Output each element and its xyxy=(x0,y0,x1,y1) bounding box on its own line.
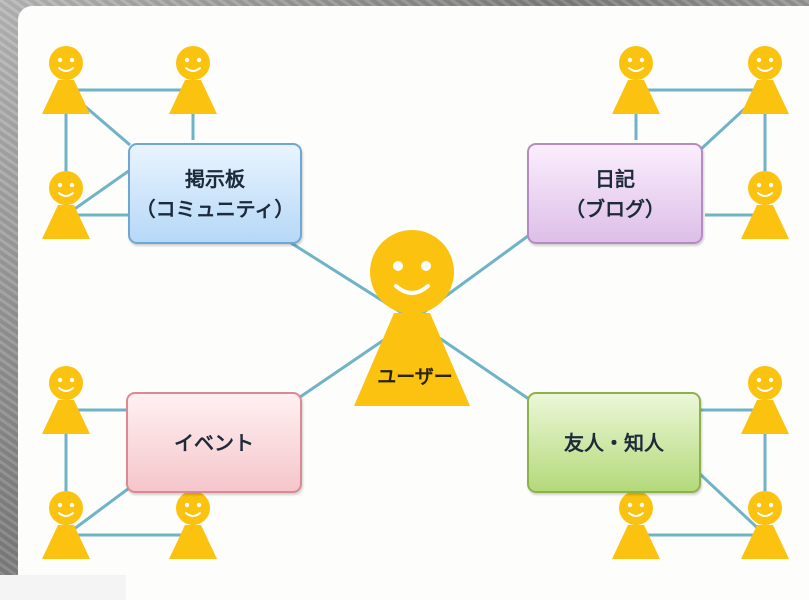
bulletin-board-box: 掲示板 （コミュニティ） xyxy=(128,143,302,244)
person-icon xyxy=(740,490,790,560)
person-icon xyxy=(740,365,790,435)
diary-box: 日記 （ブログ） xyxy=(527,143,703,244)
person-icon xyxy=(611,490,661,560)
person-icon xyxy=(41,365,91,435)
person-icon xyxy=(168,490,218,560)
bulletin-board-label: 掲示板 xyxy=(185,166,245,191)
bulletin-board-sublabel: （コミュニティ） xyxy=(135,196,295,221)
person-icon xyxy=(41,45,91,115)
friends-label: 友人・知人 xyxy=(564,430,664,455)
person-icon xyxy=(740,170,790,240)
user-icon xyxy=(354,230,470,406)
friends-box: 友人・知人 xyxy=(527,392,701,493)
event-label: イベント xyxy=(174,430,254,455)
person-icon xyxy=(740,45,790,115)
diagram-canvas xyxy=(41,45,790,560)
user-label: ユーザー xyxy=(377,366,453,388)
person-icon xyxy=(168,45,218,115)
person-icon xyxy=(41,490,91,560)
sns-diagram: 掲示板 （コミュニティ） 日記 （ブログ） イベント 友人・知人 ユーザー xyxy=(18,6,809,600)
diary-label: 日記 xyxy=(595,166,635,191)
person-icon xyxy=(611,45,661,115)
diary-sublabel: （ブログ） xyxy=(565,196,665,221)
corner-strip xyxy=(0,575,126,600)
event-box: イベント xyxy=(126,392,302,493)
